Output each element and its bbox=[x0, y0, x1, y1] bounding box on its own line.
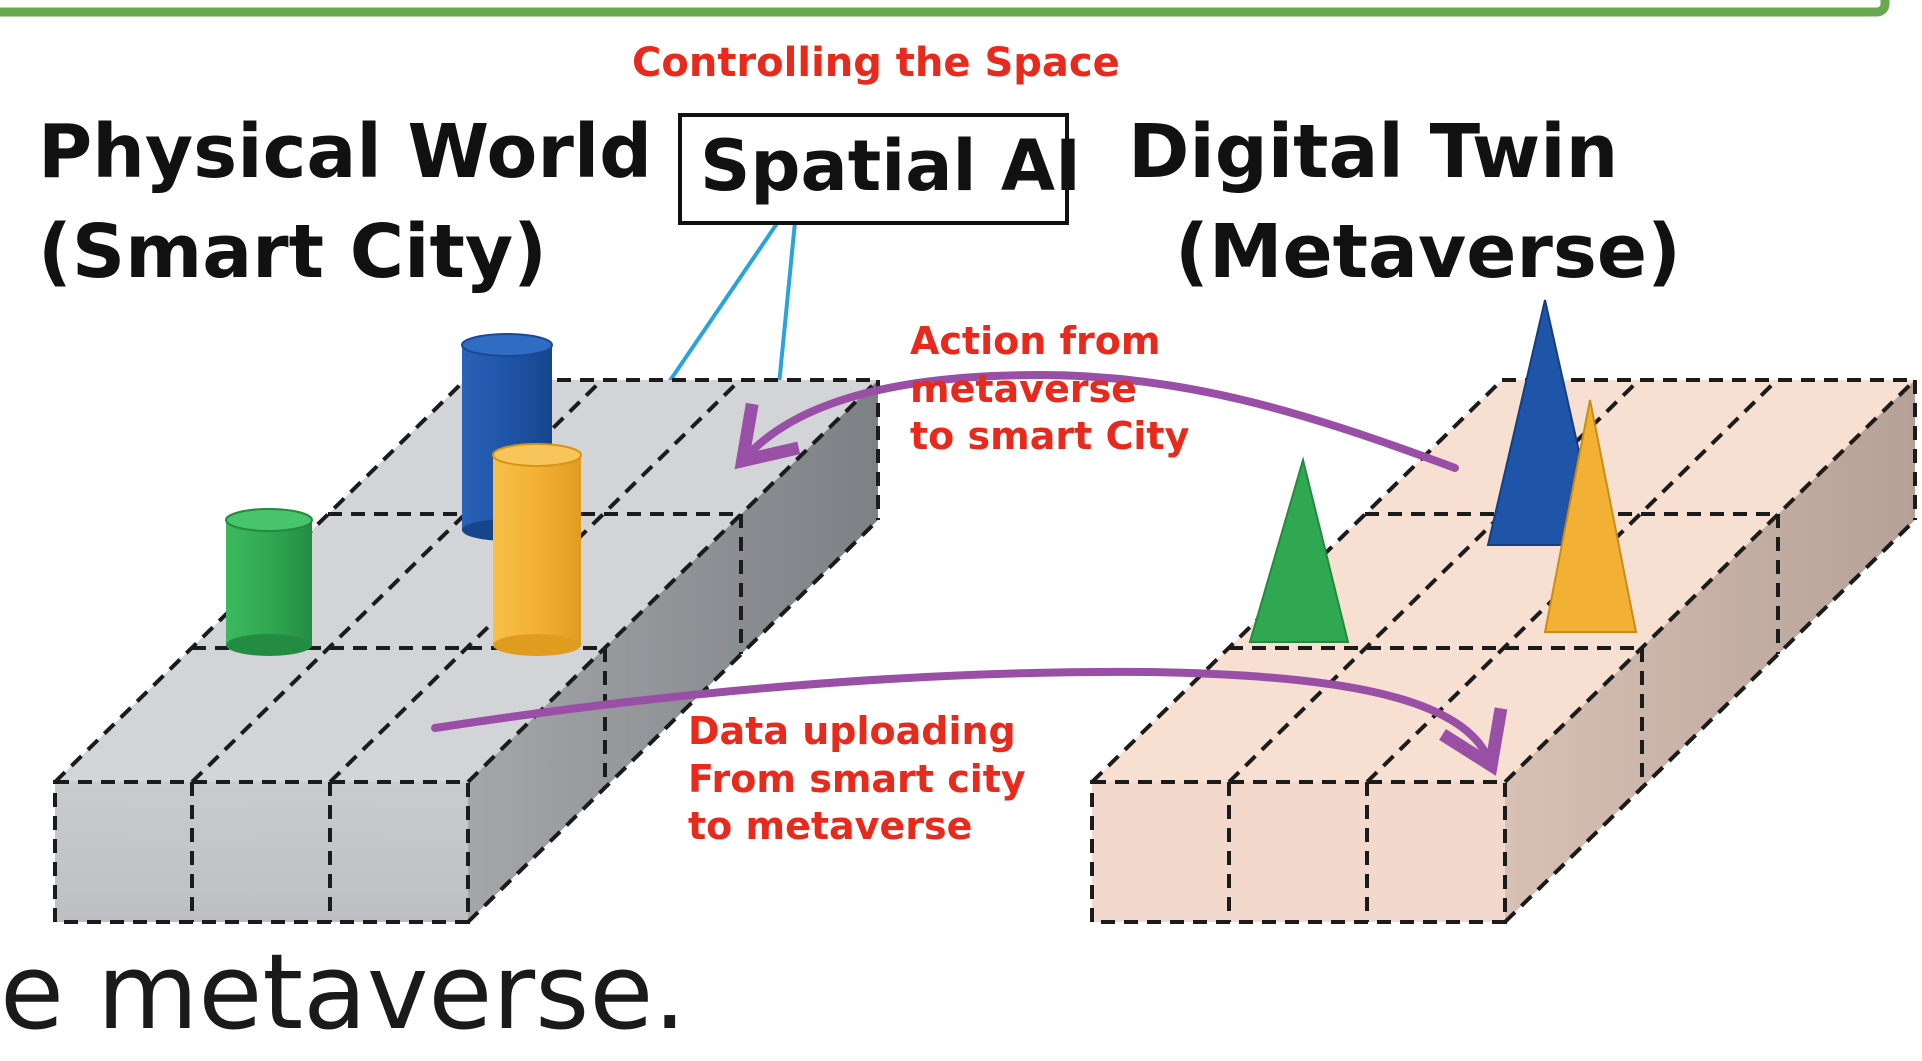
upload-label-line: to metaverse bbox=[688, 804, 973, 848]
upload-label-line: From smart city bbox=[688, 756, 1026, 801]
cone-blue-icon bbox=[1486, 299, 1602, 546]
cone-green-icon bbox=[1248, 456, 1350, 643]
physical-world-subtitle: (Smart City) bbox=[38, 209, 547, 295]
action-label-line: Action from bbox=[910, 319, 1161, 363]
digital-twin-title: Digital Twin bbox=[1128, 109, 1619, 195]
digital-twin-platform bbox=[1090, 378, 1917, 924]
footer-text: e metaverse. bbox=[0, 931, 687, 1053]
top-banner bbox=[0, 0, 1890, 17]
controlling-space-caption: Controlling the Space bbox=[632, 40, 1120, 86]
physical-world-title: Physical World bbox=[38, 109, 653, 195]
cylinder-green-icon bbox=[225, 508, 313, 656]
spatial-ai-label: Spatial AI bbox=[700, 125, 1082, 207]
action-label-line: metaverse bbox=[910, 366, 1137, 411]
upload-label-line: Data uploading bbox=[688, 709, 1016, 753]
digital-twin-subtitle: (Metaverse) bbox=[1175, 209, 1681, 295]
upload-label: Data uploading From smart city to metave… bbox=[688, 708, 1026, 851]
physical-platform-front bbox=[55, 782, 468, 922]
physical-platform-side bbox=[468, 380, 878, 922]
action-label: Action from metaverse to smart City bbox=[910, 318, 1189, 461]
action-arrow bbox=[734, 370, 1459, 472]
digital-platform-front bbox=[1092, 782, 1505, 922]
spatial-ai-connectors bbox=[648, 220, 797, 412]
action-label-line: to smart City bbox=[910, 414, 1190, 458]
digital-platform-side bbox=[1505, 380, 1915, 922]
upload-arrow bbox=[431, 667, 1508, 776]
cylinder-orange-icon bbox=[492, 443, 582, 656]
spatial-ai-box bbox=[678, 113, 1069, 225]
physical-platform-top bbox=[55, 380, 878, 782]
cone-orange-icon bbox=[1543, 399, 1638, 633]
